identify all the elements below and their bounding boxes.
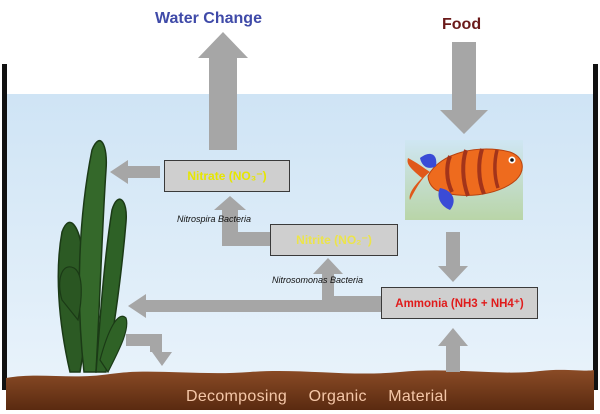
- arrow-decomposition-to-ammonia: [438, 328, 468, 372]
- ammonia-box: Ammonia (NH3 + NH4⁺): [381, 287, 538, 319]
- arrow-nitrite-to-nitrate: [214, 196, 270, 246]
- arrow-ammonia-to-plant: [128, 294, 381, 318]
- tank-wall-right: [593, 64, 598, 390]
- decomposing-material-label: Decomposing Organic Material: [186, 388, 448, 405]
- arrow-ammonia-to-nitrite: [313, 258, 381, 308]
- nitrospira-bacteria-label: Nitrospira Bacteria: [177, 214, 252, 224]
- nitrate-box: Nitrate (NO₃⁻): [164, 160, 290, 192]
- plant: [57, 140, 128, 374]
- arrow-plant-to-substrate: [126, 334, 172, 366]
- ammonia-label: Ammonia (NH3 + NH4⁺): [395, 298, 524, 310]
- arrows: [110, 32, 488, 372]
- plant-leaf: [59, 266, 82, 322]
- fish-panel: [405, 140, 523, 220]
- plant-leaf: [99, 315, 128, 374]
- arrow-water-change: [198, 32, 248, 150]
- plant-leaf: [95, 198, 127, 373]
- nitrite-label: Nitrite (NO₂⁻): [296, 233, 372, 247]
- nitrate-label: Nitrate (NO₃⁻): [187, 169, 267, 183]
- fish-icon: [407, 148, 523, 210]
- nitrite-box: Nitrite (NO₂⁻): [270, 224, 398, 256]
- nitrosomonas-bacteria-label: Nitrosomonas Bacteria: [272, 275, 364, 285]
- tank-wall-left: [2, 64, 7, 390]
- arrow-nitrate-to-plant: [110, 160, 160, 184]
- substrate: [6, 369, 594, 410]
- water-change-label: Water Change: [155, 10, 262, 27]
- arrow-fish-to-ammonia: [438, 232, 468, 282]
- food-label: Food: [442, 16, 482, 33]
- arrow-food: [440, 42, 488, 134]
